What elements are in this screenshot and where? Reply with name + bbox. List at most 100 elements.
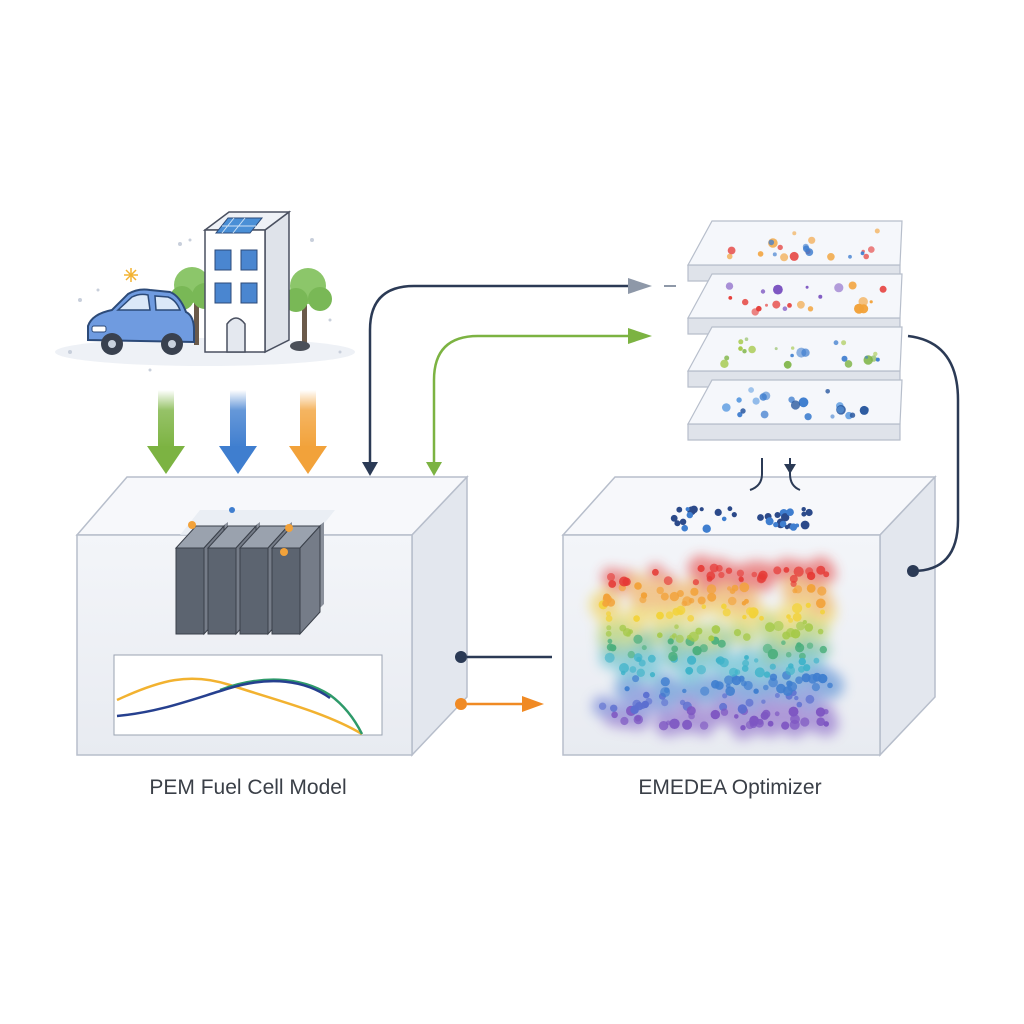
population-dot bbox=[805, 508, 813, 517]
population-dot bbox=[610, 704, 618, 712]
population-dot bbox=[789, 523, 798, 531]
population-layers bbox=[686, 220, 903, 441]
population-dot bbox=[740, 408, 746, 414]
population-dot bbox=[695, 627, 703, 635]
population-dot bbox=[757, 718, 764, 725]
population-dot bbox=[711, 625, 721, 634]
layer-link bbox=[789, 458, 801, 491]
population-dot bbox=[733, 629, 742, 637]
population-dot bbox=[805, 602, 811, 608]
population-dot bbox=[795, 676, 803, 684]
population-dot bbox=[722, 403, 731, 412]
population-dot bbox=[738, 339, 744, 345]
population-dot bbox=[702, 524, 711, 533]
fuel-cell-stack-icon bbox=[174, 507, 335, 636]
population-dot bbox=[657, 632, 663, 638]
population-dot bbox=[731, 675, 742, 686]
population-dot bbox=[765, 517, 774, 526]
population-dot bbox=[792, 603, 803, 614]
population-dot bbox=[731, 511, 737, 518]
population-dot bbox=[743, 633, 751, 641]
population-dot bbox=[783, 360, 792, 369]
population-dot bbox=[772, 252, 777, 257]
population-dot bbox=[834, 283, 844, 293]
population-dot bbox=[603, 593, 611, 601]
population-dot bbox=[649, 672, 656, 678]
population-dot bbox=[781, 721, 790, 730]
population-dot bbox=[763, 671, 771, 678]
population-dot bbox=[772, 300, 781, 309]
population-dot bbox=[782, 306, 788, 312]
green-input-arrow bbox=[147, 390, 185, 474]
orange-curve bbox=[116, 677, 363, 736]
population-dot bbox=[727, 506, 733, 512]
population-dot bbox=[744, 655, 749, 660]
population-dot bbox=[639, 596, 647, 604]
population-dot bbox=[630, 705, 639, 714]
population-dot bbox=[748, 345, 756, 354]
population-dot bbox=[816, 717, 825, 726]
population-dot bbox=[875, 357, 880, 362]
population-dot bbox=[725, 282, 734, 290]
population-dot bbox=[757, 573, 767, 583]
population-dot bbox=[806, 584, 816, 593]
population-dot bbox=[720, 708, 729, 716]
population-dot bbox=[779, 520, 787, 528]
population-dot bbox=[692, 579, 700, 586]
population-dot bbox=[768, 239, 775, 246]
population-dot bbox=[685, 507, 690, 512]
population-dot bbox=[736, 397, 742, 403]
population-dot bbox=[701, 604, 707, 609]
population-dot bbox=[757, 514, 764, 521]
population-dot bbox=[647, 654, 656, 663]
population-dot bbox=[743, 680, 753, 691]
population-dot bbox=[769, 673, 778, 681]
population-dot bbox=[769, 663, 776, 670]
population-dot bbox=[622, 628, 632, 637]
population-dot bbox=[744, 337, 749, 342]
population-dot bbox=[660, 677, 670, 687]
population-dot bbox=[820, 609, 825, 615]
population-dot bbox=[823, 709, 829, 715]
population-dot bbox=[690, 505, 698, 514]
population-dot bbox=[699, 507, 704, 512]
population-dot bbox=[604, 652, 615, 663]
population-dot bbox=[792, 231, 797, 236]
sparkle-icon bbox=[124, 268, 138, 282]
population-dot bbox=[676, 506, 683, 513]
population-dot bbox=[607, 638, 613, 644]
scenario-speckles bbox=[68, 238, 342, 372]
population-dot bbox=[686, 511, 693, 519]
population-dot bbox=[725, 686, 735, 696]
population-dot bbox=[802, 620, 807, 625]
population-dot bbox=[714, 508, 722, 516]
population-dot bbox=[726, 253, 733, 260]
population-dot bbox=[796, 642, 802, 648]
population-dot bbox=[725, 567, 733, 574]
population-dot bbox=[789, 251, 799, 261]
population-dot bbox=[788, 663, 794, 669]
population-dot bbox=[759, 393, 767, 401]
population-dot bbox=[811, 683, 821, 692]
population-dot bbox=[879, 285, 887, 293]
population-dot bbox=[781, 640, 786, 645]
population-layer-3 bbox=[686, 326, 903, 388]
population-dot bbox=[807, 674, 818, 684]
population-dot bbox=[606, 625, 612, 631]
population-dot bbox=[667, 638, 674, 645]
population-dot bbox=[640, 703, 646, 710]
population-dot bbox=[697, 564, 705, 573]
population-dot bbox=[643, 691, 650, 699]
population-layer-4 bbox=[686, 379, 903, 441]
population-dot bbox=[669, 591, 680, 602]
population-dot bbox=[624, 686, 630, 692]
orange-input-arrow bbox=[289, 390, 327, 474]
population-dot bbox=[632, 675, 640, 683]
population-dot bbox=[805, 694, 815, 704]
population-dot bbox=[785, 651, 792, 658]
population-dot bbox=[661, 699, 669, 707]
population-dot bbox=[786, 614, 791, 619]
population-dot bbox=[806, 642, 814, 649]
population-dot bbox=[790, 400, 801, 410]
population-dot bbox=[767, 648, 779, 660]
